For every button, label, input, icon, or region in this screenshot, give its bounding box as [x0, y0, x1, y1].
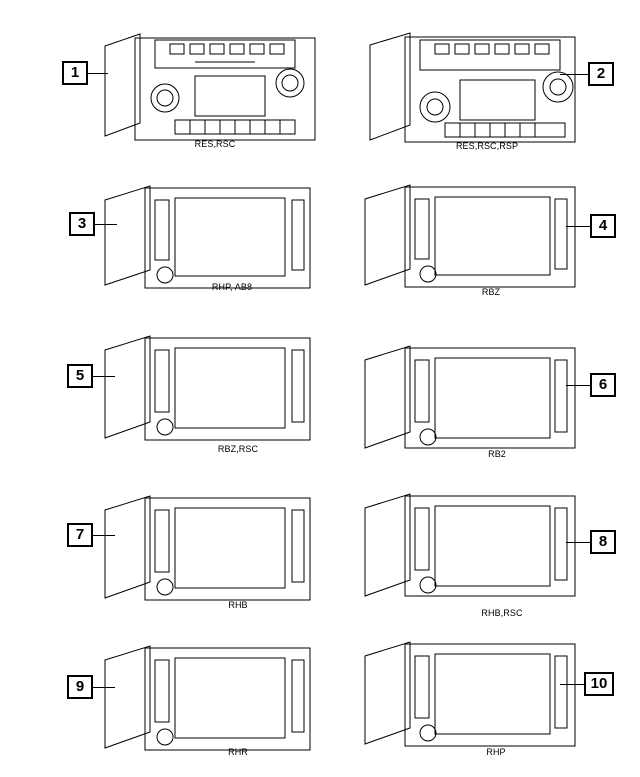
- callout-7: 7: [67, 523, 93, 547]
- radio-illustration: [369, 32, 576, 143]
- caption-2: RES,RSC,RSP: [455, 141, 519, 151]
- radio-illustration: [364, 493, 576, 597]
- callout-6: 6: [590, 373, 616, 397]
- caption-3: RHP, AB8: [211, 282, 253, 292]
- radio-unit-4: [360, 177, 585, 297]
- radio-unit-10: [360, 636, 585, 756]
- radio-illustration: [104, 335, 311, 441]
- callout-3: 3: [69, 212, 95, 236]
- callout-1: 1: [62, 61, 88, 85]
- radio-illustration: [364, 184, 576, 288]
- radio-unit-3: [100, 180, 320, 300]
- caption-8: RHB,RSC: [481, 608, 523, 618]
- caption-9: RHR: [228, 747, 248, 757]
- radio-unit-5: [100, 330, 320, 450]
- callout-10: 10: [584, 672, 614, 696]
- radio-unit-8: [360, 488, 585, 608]
- radio-illustration: [104, 645, 311, 751]
- callout-9: 9: [67, 675, 93, 699]
- radio-unit-2: [360, 25, 585, 155]
- caption-7: RHB: [228, 600, 248, 610]
- caption-5: RBZ,RSC: [217, 444, 259, 454]
- callout-8: 8: [590, 530, 616, 554]
- radio-unit-1: [95, 28, 325, 158]
- radio-illustration: [364, 345, 576, 449]
- radio-unit-7: [100, 490, 320, 610]
- radio-unit-9: [100, 640, 320, 760]
- radio-illustration: [104, 185, 311, 289]
- radio-illustration: [104, 33, 316, 141]
- callout-2: 2: [588, 62, 614, 86]
- caption-6: RB2: [488, 449, 506, 459]
- radio-unit-6: [360, 340, 585, 460]
- callout-4: 4: [590, 214, 616, 238]
- caption-10: RHP: [486, 747, 506, 757]
- caption-4: RBZ: [481, 287, 501, 297]
- caption-1: RES,RSC: [194, 139, 236, 149]
- radio-illustration: [104, 495, 311, 601]
- callout-5: 5: [67, 364, 93, 388]
- radio-illustration: [364, 641, 576, 747]
